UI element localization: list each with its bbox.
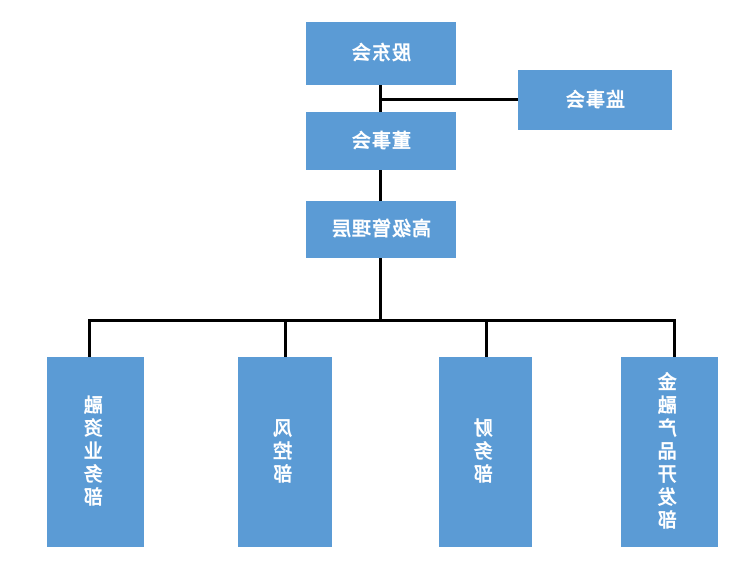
- node-supervisors[interactable]: 监事会: [518, 70, 672, 130]
- node-dept-finance-label: 财务部: [473, 417, 496, 487]
- node-dept-risk-label: 风控部: [273, 417, 296, 487]
- node-dept-risk[interactable]: 风控部: [238, 357, 332, 547]
- node-shareholders[interactable]: 股东会: [306, 22, 456, 85]
- node-dept-product-label: 金融产品开发部: [657, 371, 680, 533]
- node-dept-product[interactable]: 金融产品开发部: [621, 357, 718, 547]
- node-senior-management[interactable]: 高级管理层: [306, 201, 456, 258]
- connector-drop-dept-finance: [485, 319, 488, 357]
- node-directors[interactable]: 董事会: [306, 112, 456, 170]
- connector-management-stem: [379, 258, 382, 321]
- node-shareholders-label: 股东会: [351, 42, 412, 65]
- connector-supervisors-to-trunk: [379, 98, 518, 101]
- node-supervisors-label: 监事会: [565, 88, 626, 111]
- connector-directors-to-management: [379, 170, 382, 201]
- connector-departments-bus: [88, 319, 676, 322]
- node-senior-management-label: 高级管理层: [331, 218, 432, 241]
- node-dept-financing[interactable]: 融资业务部: [47, 357, 144, 547]
- node-directors-label: 董事会: [351, 129, 412, 152]
- node-dept-finance[interactable]: 财务部: [439, 357, 532, 547]
- connector-drop-dept-risk: [284, 319, 287, 357]
- node-dept-financing-label: 融资业务部: [83, 394, 106, 510]
- connector-drop-dept-financing: [88, 319, 91, 357]
- connector-drop-dept-product: [673, 319, 676, 357]
